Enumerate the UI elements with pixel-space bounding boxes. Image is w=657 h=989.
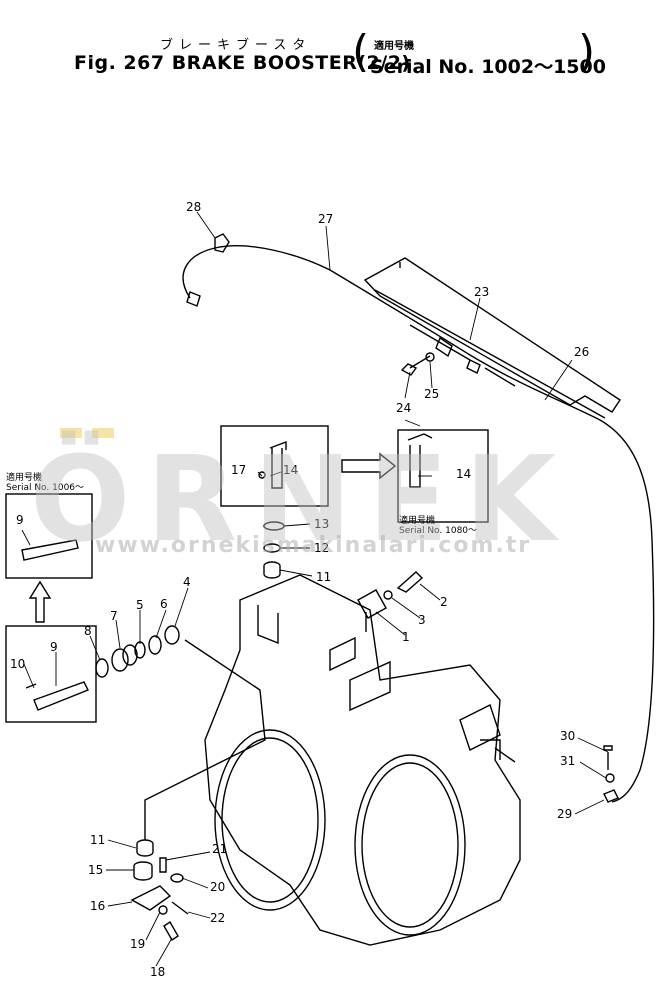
- transmission-housing: [204, 574, 521, 946]
- callout-31: 31: [560, 754, 575, 768]
- callout-11-b: 11: [90, 833, 105, 847]
- washer-3: [383, 590, 393, 600]
- pin-21: [159, 857, 167, 873]
- callout-28: 28: [186, 200, 201, 214]
- callout-16: 16: [90, 899, 105, 913]
- washer-31: [605, 773, 615, 783]
- lever-16: [130, 885, 172, 911]
- inset-right-serial: Serial No. 1080～: [399, 526, 478, 536]
- callout-14-b: 14: [456, 467, 471, 481]
- callout-12: 12: [314, 541, 329, 555]
- callout-11-a: 11: [316, 570, 331, 584]
- bushing-11-bottom: [136, 839, 154, 857]
- watermark-umlaut-left: [60, 428, 82, 438]
- callout-26: 26: [574, 345, 589, 359]
- clip-28: [214, 233, 230, 253]
- callout-17: 17: [231, 463, 246, 477]
- callout-1: 1: [402, 630, 410, 644]
- cable-27: [182, 245, 655, 803]
- callout-2: 2: [440, 595, 448, 609]
- callout-18: 18: [150, 965, 165, 979]
- callout-6: 6: [160, 597, 168, 611]
- bracket-23: [363, 257, 621, 413]
- watermark-umlaut-right: [92, 428, 114, 438]
- watermark-url: www.ornekismakinalari.com.tr: [95, 533, 532, 558]
- bushing-4: [164, 625, 180, 645]
- nut-20: [170, 873, 184, 883]
- callout-24: 24: [396, 401, 411, 415]
- washer-25: [425, 352, 435, 362]
- callout-9-a: 9: [16, 513, 24, 527]
- inset-box-center: [220, 425, 329, 507]
- figure-title: Fig. 267 BRAKE BOOSTER(2/2): [74, 52, 411, 74]
- callout-20: 20: [210, 880, 225, 894]
- bolt-2: [396, 571, 424, 593]
- callout-13: 13: [314, 517, 329, 531]
- callout-3: 3: [418, 613, 426, 627]
- bushing-11-top: [263, 561, 281, 579]
- callout-14-a: 14: [283, 463, 298, 477]
- callout-30: 30: [560, 729, 575, 743]
- serial-label-japanese: 適用号機: [374, 41, 414, 52]
- callout-15: 15: [88, 863, 103, 877]
- callout-9-b: 9: [50, 640, 58, 654]
- inset-box-right: [397, 429, 489, 523]
- callout-29: 29: [557, 807, 572, 821]
- callout-27: 27: [318, 212, 333, 226]
- serial-range: Serial No. 1002～1500: [370, 56, 606, 78]
- left-paren: (: [352, 26, 370, 77]
- bearing-7: [111, 648, 129, 672]
- washer-19: [158, 905, 168, 915]
- callout-22: 22: [210, 911, 225, 925]
- washer-8: [95, 658, 109, 678]
- right-paren: ): [578, 26, 596, 77]
- seal-6: [148, 635, 162, 655]
- clamp-29: [603, 789, 619, 803]
- callout-10: 10: [10, 657, 25, 671]
- inset-box-bottom-left: [5, 625, 97, 723]
- bolt-30: [603, 745, 613, 770]
- callout-23: 23: [474, 285, 489, 299]
- watermark-logo: ÖRNEK: [30, 430, 572, 568]
- title-japanese: ブレーキブースタ: [160, 38, 312, 53]
- inset-top-left-jp: 適用号機: [6, 473, 43, 483]
- callout-7: 7: [110, 609, 118, 623]
- callout-21: 21: [212, 842, 227, 856]
- inset-top-left-serial: Serial No. 1006～: [6, 483, 85, 493]
- callout-4: 4: [183, 575, 191, 589]
- clamp-1: [357, 589, 387, 632]
- bolt-18: [163, 921, 179, 941]
- arrow-right: [341, 452, 397, 480]
- callout-25: 25: [424, 387, 439, 401]
- bushing-15: [133, 861, 153, 881]
- callout-5: 5: [136, 598, 144, 612]
- callout-19: 19: [130, 937, 145, 951]
- pin-22: [171, 901, 189, 915]
- callout-8: 8: [84, 624, 92, 638]
- inset-right-jp: 適用号機: [399, 516, 436, 526]
- arrow-up: [28, 580, 52, 623]
- inset-box-top-left: [5, 493, 93, 579]
